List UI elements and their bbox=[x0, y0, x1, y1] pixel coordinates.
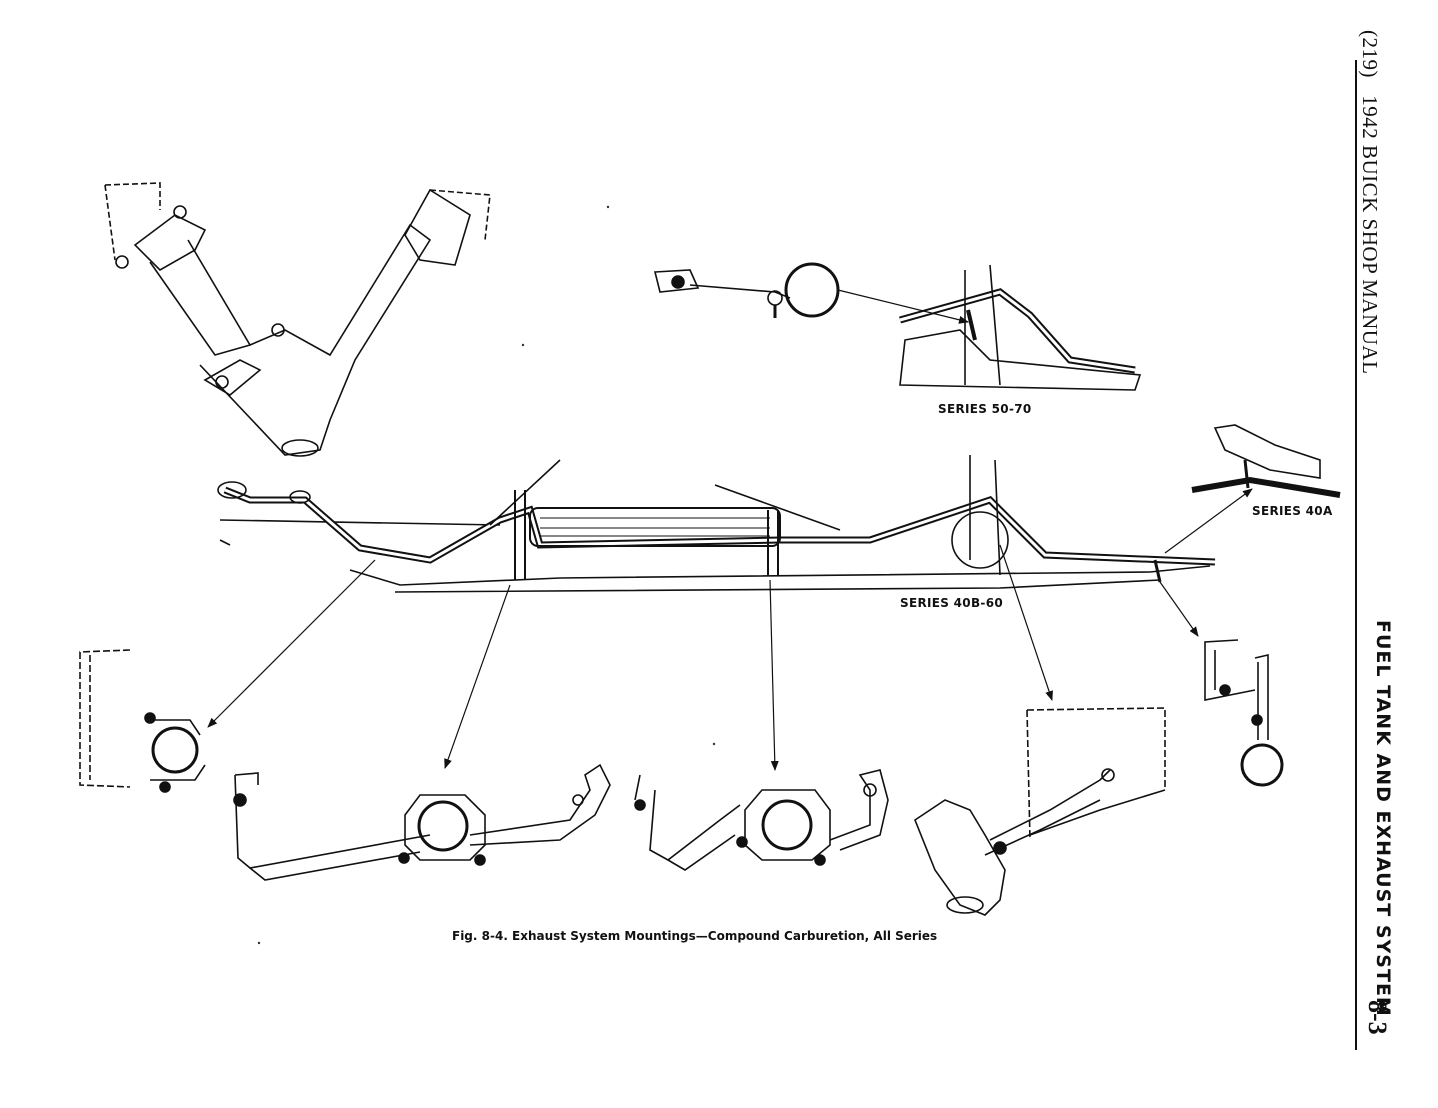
clamp-detail-front bbox=[79, 649, 206, 793]
main-exhaust-assembly bbox=[217, 455, 1216, 593]
page-reference: (219) bbox=[1358, 30, 1382, 78]
hanger-detail-tailpipe bbox=[914, 707, 1166, 916]
arrow-series-50-70 bbox=[837, 289, 969, 324]
label-series-40a: SERIES 40A bbox=[1252, 504, 1333, 518]
running-header: (219) 1942 BUICK SHOP MANUAL bbox=[1357, 30, 1382, 374]
hanger-detail-rear bbox=[634, 769, 889, 871]
tail-clamp-detail bbox=[1204, 639, 1284, 787]
label-series-50-70: SERIES 50-70 bbox=[938, 402, 1032, 416]
series-40a-inset bbox=[1191, 424, 1341, 498]
figure-caption: Fig. 8-4. Exhaust System Mountings—Compo… bbox=[452, 929, 938, 943]
hanger-detail-front bbox=[233, 763, 611, 881]
margin-rule bbox=[1355, 60, 1357, 1050]
page-number: 8-3 bbox=[1363, 1000, 1392, 1035]
series-50-70-inset bbox=[653, 262, 1142, 391]
manifold-y-pipe bbox=[104, 182, 491, 457]
section-title: FUEL TANK AND EXHAUST SYSTEM bbox=[1372, 620, 1394, 1017]
label-series-40b-60: SERIES 40B-60 bbox=[900, 596, 1003, 610]
manual-title: 1942 BUICK SHOP MANUAL bbox=[1358, 95, 1382, 375]
callout-arrows bbox=[207, 488, 1253, 771]
